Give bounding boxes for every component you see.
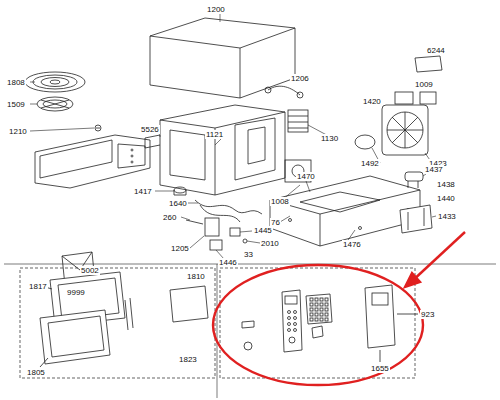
- callout-number: 1640: [168, 199, 188, 208]
- door-front: [35, 135, 150, 188]
- callout-number: 1210: [8, 127, 28, 136]
- keypad-key: [315, 313, 318, 316]
- callout-number: 33: [243, 250, 254, 259]
- leader-lines: [30, 14, 436, 259]
- callout-number: 1440: [436, 194, 456, 203]
- callout-number: 1470: [296, 172, 316, 181]
- screw: [95, 125, 101, 131]
- keypad-key: [320, 308, 323, 311]
- callout-number: 1445: [253, 226, 273, 235]
- callout-number: 5002: [80, 266, 100, 275]
- callout-number: 1446: [218, 258, 238, 267]
- callout-number: 1810: [186, 272, 206, 281]
- turntable: [25, 72, 85, 111]
- callout-number: 1438: [436, 180, 456, 189]
- callout-number: 1433: [437, 212, 457, 221]
- keypad-key: [325, 318, 328, 321]
- transformer: [400, 205, 432, 233]
- callout-number: 1437: [424, 165, 444, 174]
- keypad-key: [310, 313, 313, 316]
- keypad-key: [320, 298, 323, 301]
- callout-number: 1130: [320, 134, 339, 143]
- keypad-key: [325, 298, 328, 301]
- callout-number: 1808: [6, 78, 26, 87]
- keypad-key: [320, 313, 323, 316]
- cover-plate: [415, 56, 442, 72]
- motor: [174, 187, 186, 195]
- highlight: [213, 232, 465, 385]
- callout-number: 1492: [360, 159, 380, 168]
- keypad-key: [310, 303, 313, 306]
- callout-number: 1121: [205, 130, 224, 139]
- keypad-key: [325, 308, 328, 311]
- keypad-key: [325, 303, 328, 306]
- callout-number: 1476: [342, 240, 362, 249]
- callout-number: 1805: [26, 368, 46, 377]
- callout-number: 1009: [414, 80, 434, 89]
- base-plate: [270, 176, 420, 246]
- fan-assembly: [355, 92, 436, 155]
- callout-number: 1823: [178, 355, 198, 364]
- keypad-key: [315, 318, 318, 321]
- keypad-key: [315, 308, 318, 311]
- cavity: [160, 105, 285, 195]
- callout-number: 1008: [270, 197, 290, 206]
- callout-number: 1420: [362, 97, 382, 106]
- callout-number: 923: [420, 310, 435, 319]
- keypad-key: [315, 298, 318, 301]
- detail-frames: [20, 268, 415, 378]
- cabinet-cover: [150, 18, 295, 98]
- keypad-key: [320, 318, 323, 321]
- callout-number: 5526: [140, 125, 160, 134]
- capacitor: [405, 172, 423, 188]
- keypad-key: [310, 308, 313, 311]
- callout-number: 1655: [370, 364, 390, 373]
- callout-number: 1200: [206, 5, 226, 14]
- callout-number: 260: [162, 213, 177, 222]
- callout-number: 1509: [6, 100, 26, 109]
- interlock-switches: [186, 218, 247, 250]
- keypad-key: [320, 303, 323, 306]
- callout-number: 1206: [290, 74, 310, 83]
- callout-number: 1817: [28, 282, 48, 291]
- keypad-key: [315, 303, 318, 306]
- panel-divider: [4, 264, 496, 398]
- door-parts: [40, 272, 208, 367]
- keypad-key: [310, 298, 313, 301]
- callout-number: 9999: [66, 288, 86, 297]
- keypad-key: [325, 313, 328, 316]
- callout-number: 2010: [260, 239, 280, 248]
- callout-number: 6244: [426, 46, 446, 55]
- callout-number: 1417: [133, 187, 153, 196]
- thermostat: [265, 86, 303, 98]
- keypad-key: [310, 318, 313, 321]
- callout-number: 1205: [170, 244, 190, 253]
- control-panel-parts: [242, 285, 418, 362]
